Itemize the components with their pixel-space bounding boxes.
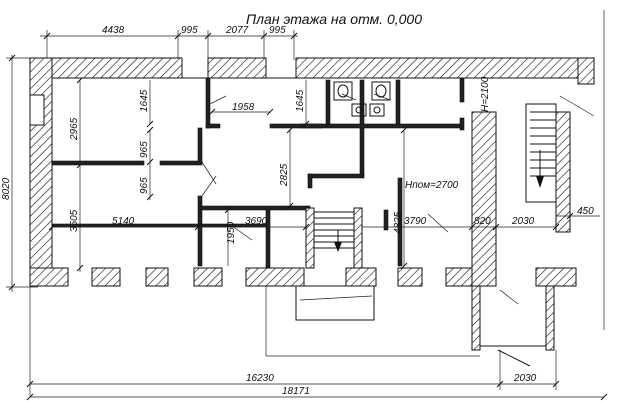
label-room-height: Hпом=2700 [405,180,459,191]
inner-dimensions: 1645 1958 965 965 1645 2825 4825 5140 [48,76,600,270]
toilet-fixtures [333,81,391,117]
dim-5140: 5140 [112,216,135,227]
left-dimension-chain: 8020 2965 3505 [1,54,84,292]
dim-left-middle: 3505 [69,209,80,232]
top-dimension-chain: 4438 995 2077 995 [40,25,298,60]
dim-1958: 1958 [232,102,255,113]
dim-3690: 3690 [245,216,268,227]
dim-820: 820 [474,216,491,227]
dim-top-2: 995 [181,25,198,36]
label-small-height: H=2100 [480,76,491,112]
dim-top-4: 995 [269,25,286,36]
interior-partitions [51,77,465,269]
dim-top-1: 4438 [102,25,125,36]
dim-965-a: 965 [139,141,150,158]
dim-18171: 18171 [282,386,310,397]
dim-top-3: 2077 [225,25,249,36]
entrance-porch [471,285,555,367]
dim-965-b: 965 [139,177,150,194]
dim-3790: 3790 [404,216,427,227]
dim-4825: 4825 [393,211,404,234]
dim-left-upper: 2965 [69,117,80,141]
dim-left-overall: 8020 [1,177,12,200]
bottom-dimension-chain: 16230 2030 18171 [26,373,608,401]
dim-16230: 16230 [246,373,274,384]
dim-1645-b: 1645 [295,89,306,112]
dim-1950: 1950 [226,221,237,244]
dim-2030-bottom: 2030 [513,373,537,384]
right-stair [525,95,595,203]
dim-2825: 2825 [279,163,290,187]
dim-2030-top: 2030 [511,216,535,227]
central-stair [295,207,375,321]
dim-1645-a: 1645 [139,89,150,112]
extension-lines [29,10,605,396]
dim-450: 450 [577,206,594,217]
exterior-walls [29,57,595,287]
plan-title: План этажа на отм. 0,000 [246,11,422,27]
